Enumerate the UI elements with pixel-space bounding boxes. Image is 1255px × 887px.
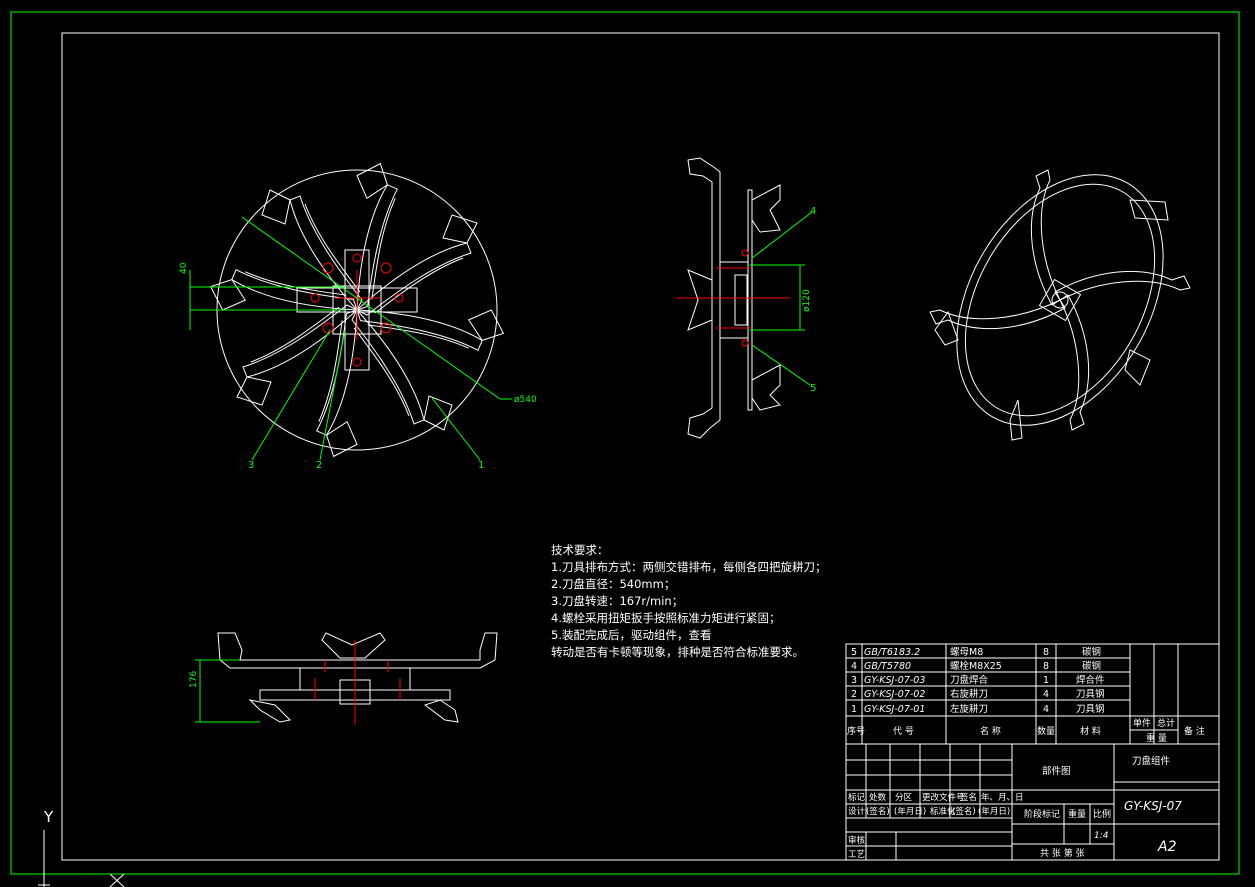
revision-labels: 标记 处数 分区 更改文件号 签名 年、月、日 (848, 792, 1024, 803)
bom-material: 碳钢 (1082, 660, 1101, 672)
standard-sign: (签名) (952, 806, 976, 817)
rev-label-doc: 更改文件号 (922, 792, 965, 803)
balloon-1: 1 (478, 460, 484, 471)
title-block-grid (845, 643, 1220, 861)
design-date: (年月日) (894, 806, 926, 817)
bom-header-no: 序号 (847, 725, 865, 737)
bom-row-3: 3 GY-KSJ-07-03 刀盘焊合 1 焊合件 (851, 674, 1105, 686)
balloon-4: 4 (810, 206, 816, 217)
bom-row-5: 5 GB/T6183.2 螺母M8 8 碳钢 (851, 646, 1101, 658)
bom-row-4: 4 GB/T5780 螺栓M8X25 8 碳钢 (851, 660, 1101, 672)
bom-no: 3 (851, 675, 857, 686)
standard-label: 标准化 (930, 806, 956, 817)
rev-label-count: 处数 (869, 792, 887, 803)
rev-label-date: 年、月、日 (981, 792, 1024, 803)
bom-code: GY-KSJ-07-01 (864, 704, 925, 715)
design-label: 设计 (848, 806, 866, 817)
ucs-y-label: Y (43, 808, 54, 826)
bom-material: 碳钢 (1082, 646, 1101, 658)
bom-table: 5 GB/T6183.2 螺母M8 8 碳钢 4 GB/T5780 螺栓M8X2… (847, 646, 1205, 744)
standard-date: (年月日) (978, 806, 1010, 817)
drawing-number: GY-KSJ-07 (1124, 799, 1182, 813)
bom-code: GY-KSJ-07-02 (864, 689, 925, 700)
bom-row-1: 1 GY-KSJ-07-01 左旋耕刀 4 刀具钢 (851, 703, 1105, 715)
dim-176-label: 176 (189, 671, 199, 688)
bom-name: 螺母M8 (950, 647, 983, 658)
bom-header-name: 名 称 (980, 725, 1001, 737)
outer-frame (10, 11, 1240, 875)
rev-label-zone: 分区 (895, 793, 913, 803)
notes-title: 技术要求： (551, 543, 609, 557)
inner-frame (61, 32, 1220, 861)
bom-code: GB/T5780 (864, 661, 911, 672)
bom-no: 5 (851, 647, 857, 658)
scale-label: 比例 (1093, 808, 1111, 820)
design-sign: (签名) (866, 806, 890, 817)
bom-name: 左旋耕刀 (950, 703, 988, 715)
ucs-icon (38, 830, 125, 887)
note-line-5: 5.装配完成后，驱动组件，查看 (551, 628, 712, 642)
stage-mark-label: 阶段标记 (1024, 808, 1060, 820)
side-view-dims (750, 211, 813, 386)
bom-code: GB/T6183.2 (864, 647, 920, 658)
bom-code: GY-KSJ-07-03 (864, 675, 925, 686)
rev-label-mark: 标记 (848, 792, 866, 803)
title-block: 部件图 刀盘组件 GY-KSJ-07 A2 1:4 阶段标记 重量 比例 共 张… (848, 755, 1182, 860)
bom-qty: 1 (1043, 675, 1049, 686)
assembly-name: 刀盘组件 (1132, 755, 1171, 767)
part-title: 部件图 (1042, 765, 1071, 777)
process-label: 工艺 (848, 850, 865, 860)
note-line-6: 转动是否有卡顿等现象，排种是否符合标准要求。 (551, 645, 804, 659)
dim-40-label: 40 (179, 262, 189, 274)
scale-value: 1:4 (1094, 831, 1109, 841)
bom-header-material: 材 料 (1080, 725, 1101, 737)
sheet-size: A2 (1157, 839, 1177, 855)
bom-no: 4 (851, 661, 857, 672)
side-view (676, 157, 790, 439)
note-line-1: 1.刀具排布方式：两侧交错排布，每侧各四把旋耕刀； (551, 560, 827, 574)
weight-label: 重量 (1068, 808, 1086, 820)
sheet-count: 共 张 第 张 (1040, 847, 1085, 859)
balloon-3: 3 (248, 460, 254, 471)
bom-no: 1 (851, 704, 857, 715)
balloon-5: 5 (810, 383, 816, 394)
bom-name: 螺栓M8X25 (950, 660, 1002, 672)
bom-material: 焊合件 (1076, 674, 1105, 686)
isometric-view (929, 169, 1191, 441)
front-view-dims (189, 216, 512, 461)
note-line-4: 4.螺栓采用扭矩扳手按照标准力矩进行紧固； (551, 611, 781, 625)
review-label: 审核 (848, 835, 866, 846)
bom-header-unit: 单件 (1133, 717, 1151, 729)
balloon-2: 2 (316, 460, 322, 471)
dim-120-label: ø120 (802, 289, 812, 312)
bom-header: 序号 代 号 名 称 数量 材 料 单件 总计 重 量 备 注 (847, 717, 1205, 744)
note-line-2: 2.刀盘直径：540mm； (551, 577, 676, 591)
bom-name: 右旋耕刀 (950, 688, 988, 700)
bom-row-2: 2 GY-KSJ-07-02 右旋耕刀 4 刀具钢 (851, 688, 1105, 700)
bom-header-code: 代 号 (893, 726, 914, 737)
bom-material: 刀具钢 (1076, 703, 1105, 715)
bom-header-remark: 备 注 (1184, 725, 1205, 737)
bom-qty: 8 (1043, 661, 1049, 672)
bom-qty: 4 (1043, 689, 1049, 700)
design-row: 设计 (签名) (年月日) 标准化 (签名) (年月日) (848, 806, 1010, 817)
front-view (204, 157, 510, 463)
dim-540-label: ø540 (514, 395, 537, 405)
bom-header-qty: 数量 (1037, 725, 1055, 737)
bom-qty: 4 (1043, 704, 1049, 715)
bom-header-total: 总计 (1157, 717, 1175, 729)
bom-name: 刀盘焊合 (950, 674, 989, 686)
bom-material: 刀具钢 (1076, 688, 1105, 700)
top-view (217, 632, 498, 725)
bom-qty: 8 (1043, 647, 1049, 658)
note-line-3: 3.刀盘转速：167r/min； (551, 594, 684, 608)
rev-label-sign: 签名 (960, 792, 977, 803)
bom-header-weight: 重 量 (1146, 732, 1167, 744)
technical-notes: 技术要求： 1.刀具排布方式：两侧交错排布，每侧各四把旋耕刀； 2.刀盘直径：5… (551, 542, 826, 661)
top-view-dims (195, 659, 260, 723)
bom-no: 2 (851, 689, 857, 700)
